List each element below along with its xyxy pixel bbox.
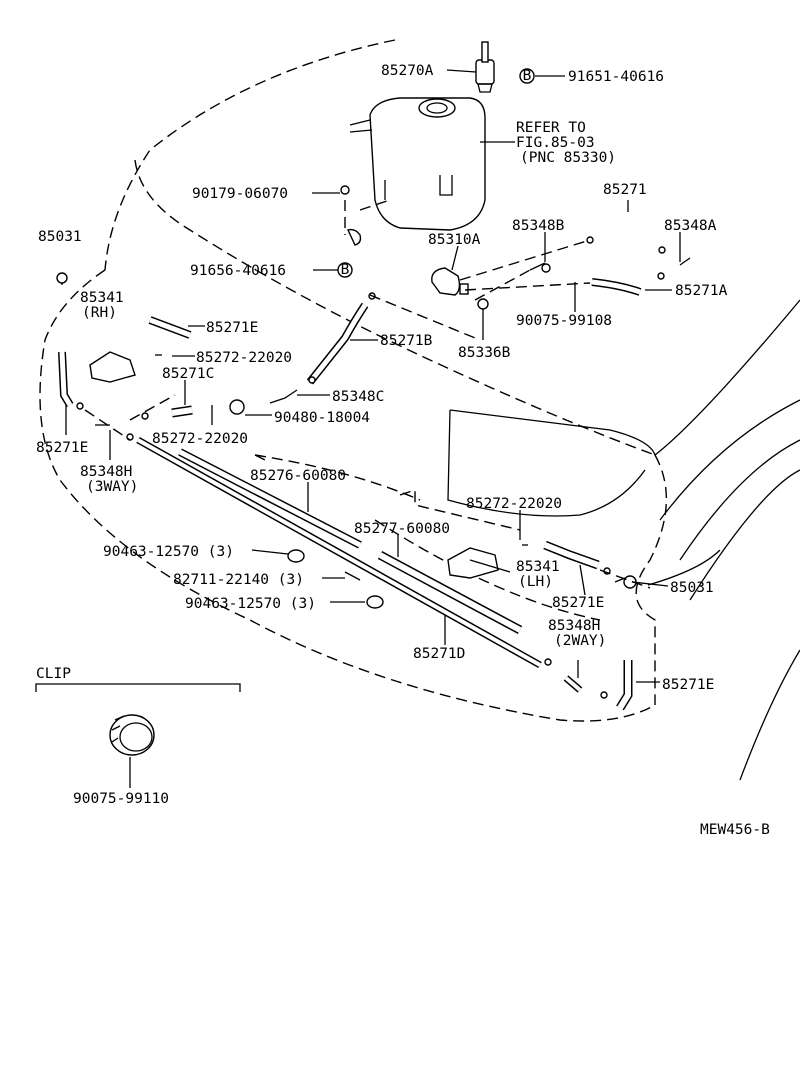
label-91656-40616: 91656-40616 (190, 263, 286, 279)
svg-text:B: B (523, 68, 532, 84)
label-85348a: 85348A (664, 218, 717, 234)
figure-code: MEW456-B (700, 822, 770, 838)
label-refer-line1: REFER TO (516, 120, 586, 136)
washer-tank (349, 97, 486, 231)
label-85271e-upper: 85271E (206, 320, 258, 336)
label-91651-40616: 91651-40616 (568, 69, 664, 85)
label-90179-06070: 90179-06070 (192, 186, 288, 202)
label-85271c: 85271C (162, 366, 214, 382)
leader-lines (61, 69, 681, 683)
label-85341-rh: 85341 (80, 290, 124, 306)
label-85348c: 85348C (332, 389, 384, 405)
label-85348b: 85348B (512, 218, 565, 234)
label-90463-12570-second: 90463-12570 (3) (185, 596, 316, 612)
label-85336b: 85336B (458, 345, 511, 361)
label-85272-22020-mid: 85272-22020 (152, 431, 248, 447)
label-85271e-lower: 85271E (552, 595, 604, 611)
label-90075-99108: 90075-99108 (516, 313, 612, 329)
body-outline (39, 39, 800, 781)
label-90480-18004: 90480-18004 (274, 410, 370, 426)
label-85270a: 85270A (381, 63, 434, 79)
label-refer-line2: FIG.85-03 (516, 135, 595, 151)
label-82711-22140: 82711-22140 (3) (173, 572, 304, 588)
label-85341-lh: 85341 (516, 559, 560, 575)
label-lh: (LH) (518, 574, 553, 590)
circled-b-icon: B (337, 262, 353, 278)
label-90075-99110: 90075-99110 (73, 791, 169, 807)
label-85271-top: 85271 (603, 182, 647, 198)
label-85271e-left: 85271E (36, 440, 88, 456)
washer-pump-part (431, 267, 469, 296)
label-85031-left: 85031 (38, 229, 82, 245)
label-85272-22020-right: 85272-22020 (466, 496, 562, 512)
label-refer-line3: (PNC 85330) (520, 150, 616, 166)
label-85271d: 85271D (413, 646, 465, 662)
label-85271b: 85271B (380, 333, 433, 349)
label-85310a: 85310A (428, 232, 481, 248)
part-labels: 85270A 91651-40616 REFER TO FIG.85-03 (P… (36, 63, 770, 838)
label-85271a: 85271A (675, 283, 728, 299)
label-3way: (3WAY) (86, 479, 138, 495)
relation-lines (84, 199, 651, 589)
circled-b-icon: B (519, 68, 535, 84)
clip-illustration (35, 683, 241, 788)
label-85277-60080: 85277-60080 (354, 521, 450, 537)
label-85276-60080: 85276-60080 (250, 468, 346, 484)
washer-motor-part (475, 41, 495, 93)
label-85271e-bottom: 85271E (662, 677, 714, 693)
label-rh: (RH) (82, 305, 117, 321)
svg-text:B: B (341, 262, 350, 278)
label-2way: (2WAY) (554, 633, 606, 649)
label-85348h-2way: 85348H (548, 618, 600, 634)
label-clip: CLIP (36, 666, 71, 682)
label-90463-12570-first: 90463-12570 (3) (103, 544, 234, 560)
label-85348h-3way: 85348H (80, 464, 132, 480)
label-85031-right: 85031 (670, 580, 714, 596)
hoses-and-fittings (56, 185, 691, 711)
label-85272-22020-upper: 85272-22020 (196, 350, 292, 366)
